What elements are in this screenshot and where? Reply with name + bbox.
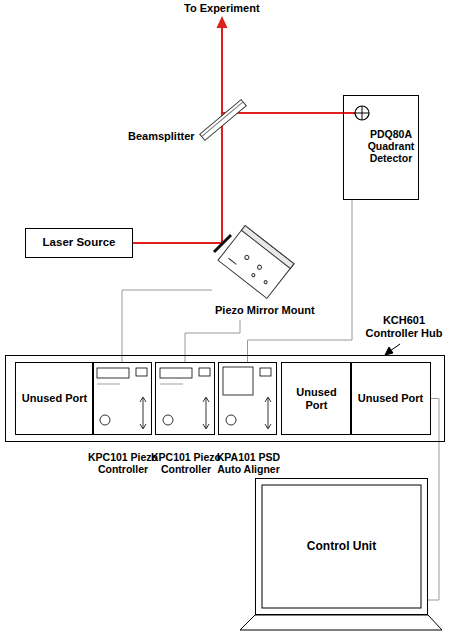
aligner-faceplate — [223, 367, 271, 429]
aligner-faceplate-part — [226, 415, 236, 425]
aligner-faceplate-part — [265, 424, 271, 429]
aligner-faceplate-part — [268, 398, 269, 428]
connector — [428, 399, 439, 601]
laptop-illustration-part — [240, 615, 442, 630]
node-label: Piezo Mirror Mount — [215, 304, 315, 317]
beamsplitter-plate-part — [200, 100, 247, 141]
beamsplitter-plate-part — [202, 102, 243, 137]
unused-port: Unused Port — [15, 362, 94, 435]
laser-beam — [212, 26, 362, 243]
mirror-mount-illustration-part — [214, 235, 231, 252]
node-label: Unused Port — [282, 386, 351, 411]
destination-label: To Experiment — [184, 2, 260, 15]
controller-faceplate — [97, 368, 210, 429]
laptop-illustration — [240, 485, 442, 630]
connector — [248, 200, 353, 362]
beam-arrowhead — [217, 16, 228, 28]
hub-pointer-part — [385, 347, 393, 355]
controller-faceplate-part — [199, 368, 210, 376]
controller-faceplate-part — [97, 384, 120, 385]
unused-port: Unused Port — [281, 362, 352, 435]
connector — [122, 290, 212, 362]
controller-faceplate-part — [143, 398, 144, 428]
connector-line — [248, 200, 353, 362]
quadrant-sensor-part — [355, 106, 369, 120]
controller-faceplate-part — [140, 424, 146, 429]
aligner-faceplate-part — [260, 368, 271, 376]
controller-faceplate-part — [140, 397, 146, 402]
beamsplitter-plate — [200, 100, 247, 141]
laser-beam-part — [221, 26, 223, 243]
connector-line — [428, 399, 439, 601]
quadrant-sensor-part — [362, 106, 363, 120]
laser-source-box: Laser Source — [25, 228, 133, 258]
controller-faceplate-part — [97, 368, 129, 378]
mirror-mount-illustration-part-part — [244, 255, 250, 261]
mirror-mount-illustration — [214, 226, 294, 299]
mirror-mount-illustration-part-part — [241, 226, 294, 269]
controller-faceplate-part — [203, 397, 209, 402]
controller-faceplate-part — [136, 368, 147, 376]
controller-faceplate-part — [203, 424, 209, 429]
controller-faceplate-part — [100, 415, 110, 425]
part-label: Beamsplitter — [128, 130, 195, 143]
mirror-mount-illustration-part-part — [263, 280, 267, 284]
node-label: KPC101 Piezo Controller — [148, 451, 224, 475]
connector — [133, 243, 212, 244]
mirror-mount-illustration-part-part — [251, 273, 255, 277]
controller-faceplate-part — [163, 415, 173, 425]
laser-beam-part — [222, 112, 362, 114]
piezo-controller: KPC101 Piezo Controller — [155, 362, 215, 435]
aligner-faceplate-part — [223, 367, 253, 395]
mirror-mount: Piezo Mirror Mount — [212, 225, 312, 320]
hub-pointer — [385, 344, 400, 355]
node-label: Unused Port — [18, 392, 91, 405]
controller-faceplate-part — [160, 384, 183, 385]
connector-line — [122, 290, 212, 362]
quadrant-sensor — [355, 106, 369, 120]
piezo-controller: KPC101 Piezo Controller — [92, 362, 152, 435]
controller-faceplate-part — [160, 368, 192, 378]
psd-auto-aligner: KPA101 PSD Auto Aligner — [218, 362, 277, 435]
mirror-mount-illustration-part-part — [228, 258, 236, 264]
connector-line — [133, 242, 212, 244]
mirror-mount-illustration-part-part — [257, 264, 263, 270]
controller-faceplate-part — [206, 398, 207, 428]
unused-port: Unused Port — [350, 362, 431, 435]
detector-box: PDQ80A Quadrant Detector — [343, 95, 419, 200]
node-label: Unused Port — [354, 392, 427, 405]
node-label: KPA101 PSD Auto Aligner — [211, 451, 286, 475]
node-label: Laser Source — [39, 236, 120, 249]
node-label: Control Unit — [303, 540, 380, 554]
node-label: KPC101 Piezo Controller — [85, 451, 161, 475]
node-label: KCH601 Controller Hub — [363, 314, 445, 339]
control-unit-screen: Control Unit — [255, 478, 428, 615]
node-label: PDQ80A Quadrant Detector — [365, 128, 417, 164]
aligner-faceplate-part — [265, 397, 271, 402]
controller-hub: KCH601 Controller HubUnused PortKPC101 P… — [5, 355, 445, 442]
laptop-illustration-part — [262, 485, 421, 608]
